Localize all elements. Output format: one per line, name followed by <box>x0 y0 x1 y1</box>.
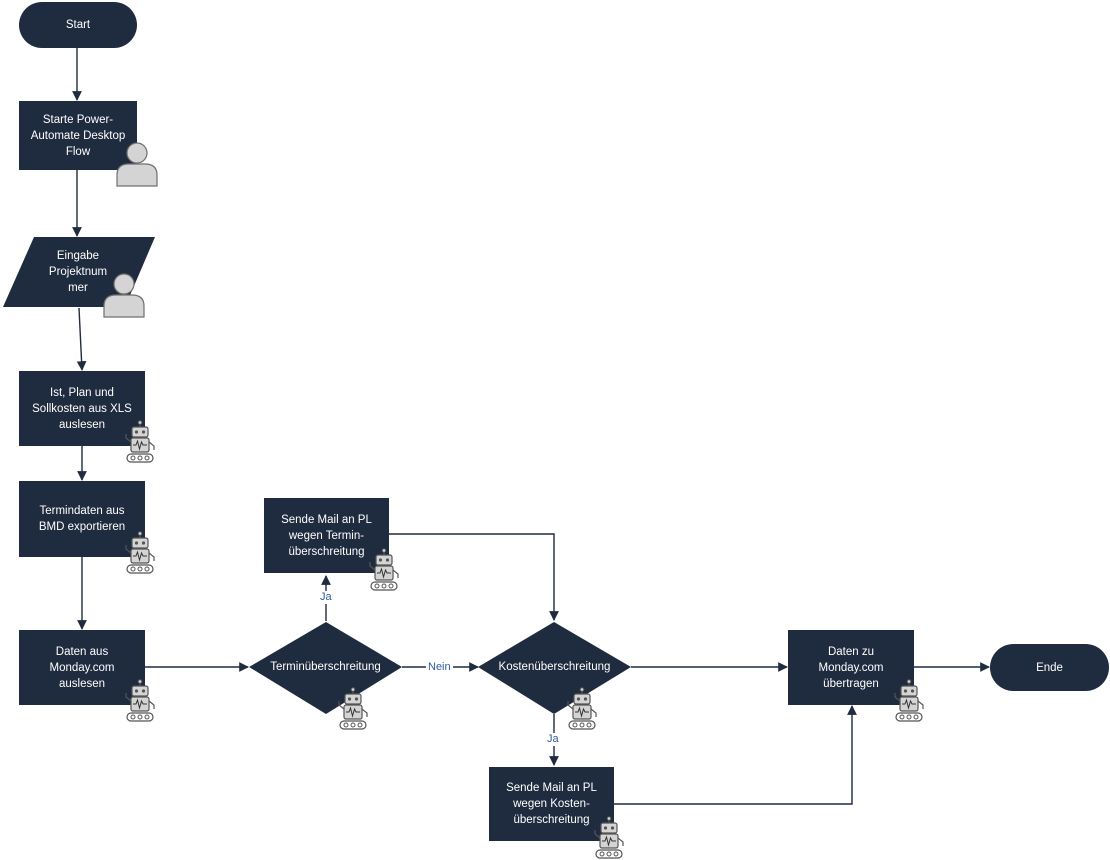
mail-termin-process <box>264 498 389 573</box>
edge-mail-termin-to-kosten <box>389 533 559 621</box>
monday-write-process <box>788 630 914 705</box>
termin-decision-diamond <box>249 622 402 714</box>
edge-label-kosten-ja: Ja <box>545 733 561 746</box>
edge-mail-kosten-to-monday-write <box>614 705 857 805</box>
mail-kosten-process <box>489 767 614 841</box>
bmd-process <box>19 481 145 557</box>
kosten-decision-diamond <box>478 622 631 714</box>
edge-label-termin-nein: Nein <box>426 661 453 674</box>
edge-eingabe-to-xls <box>76 307 87 371</box>
end-terminator <box>990 644 1109 691</box>
start-terminator <box>19 2 137 48</box>
edge-label-termin-ja: Ja <box>318 591 334 604</box>
starte-flow-process <box>19 101 137 170</box>
monday-read-process <box>19 630 145 705</box>
xls-process <box>19 371 145 446</box>
